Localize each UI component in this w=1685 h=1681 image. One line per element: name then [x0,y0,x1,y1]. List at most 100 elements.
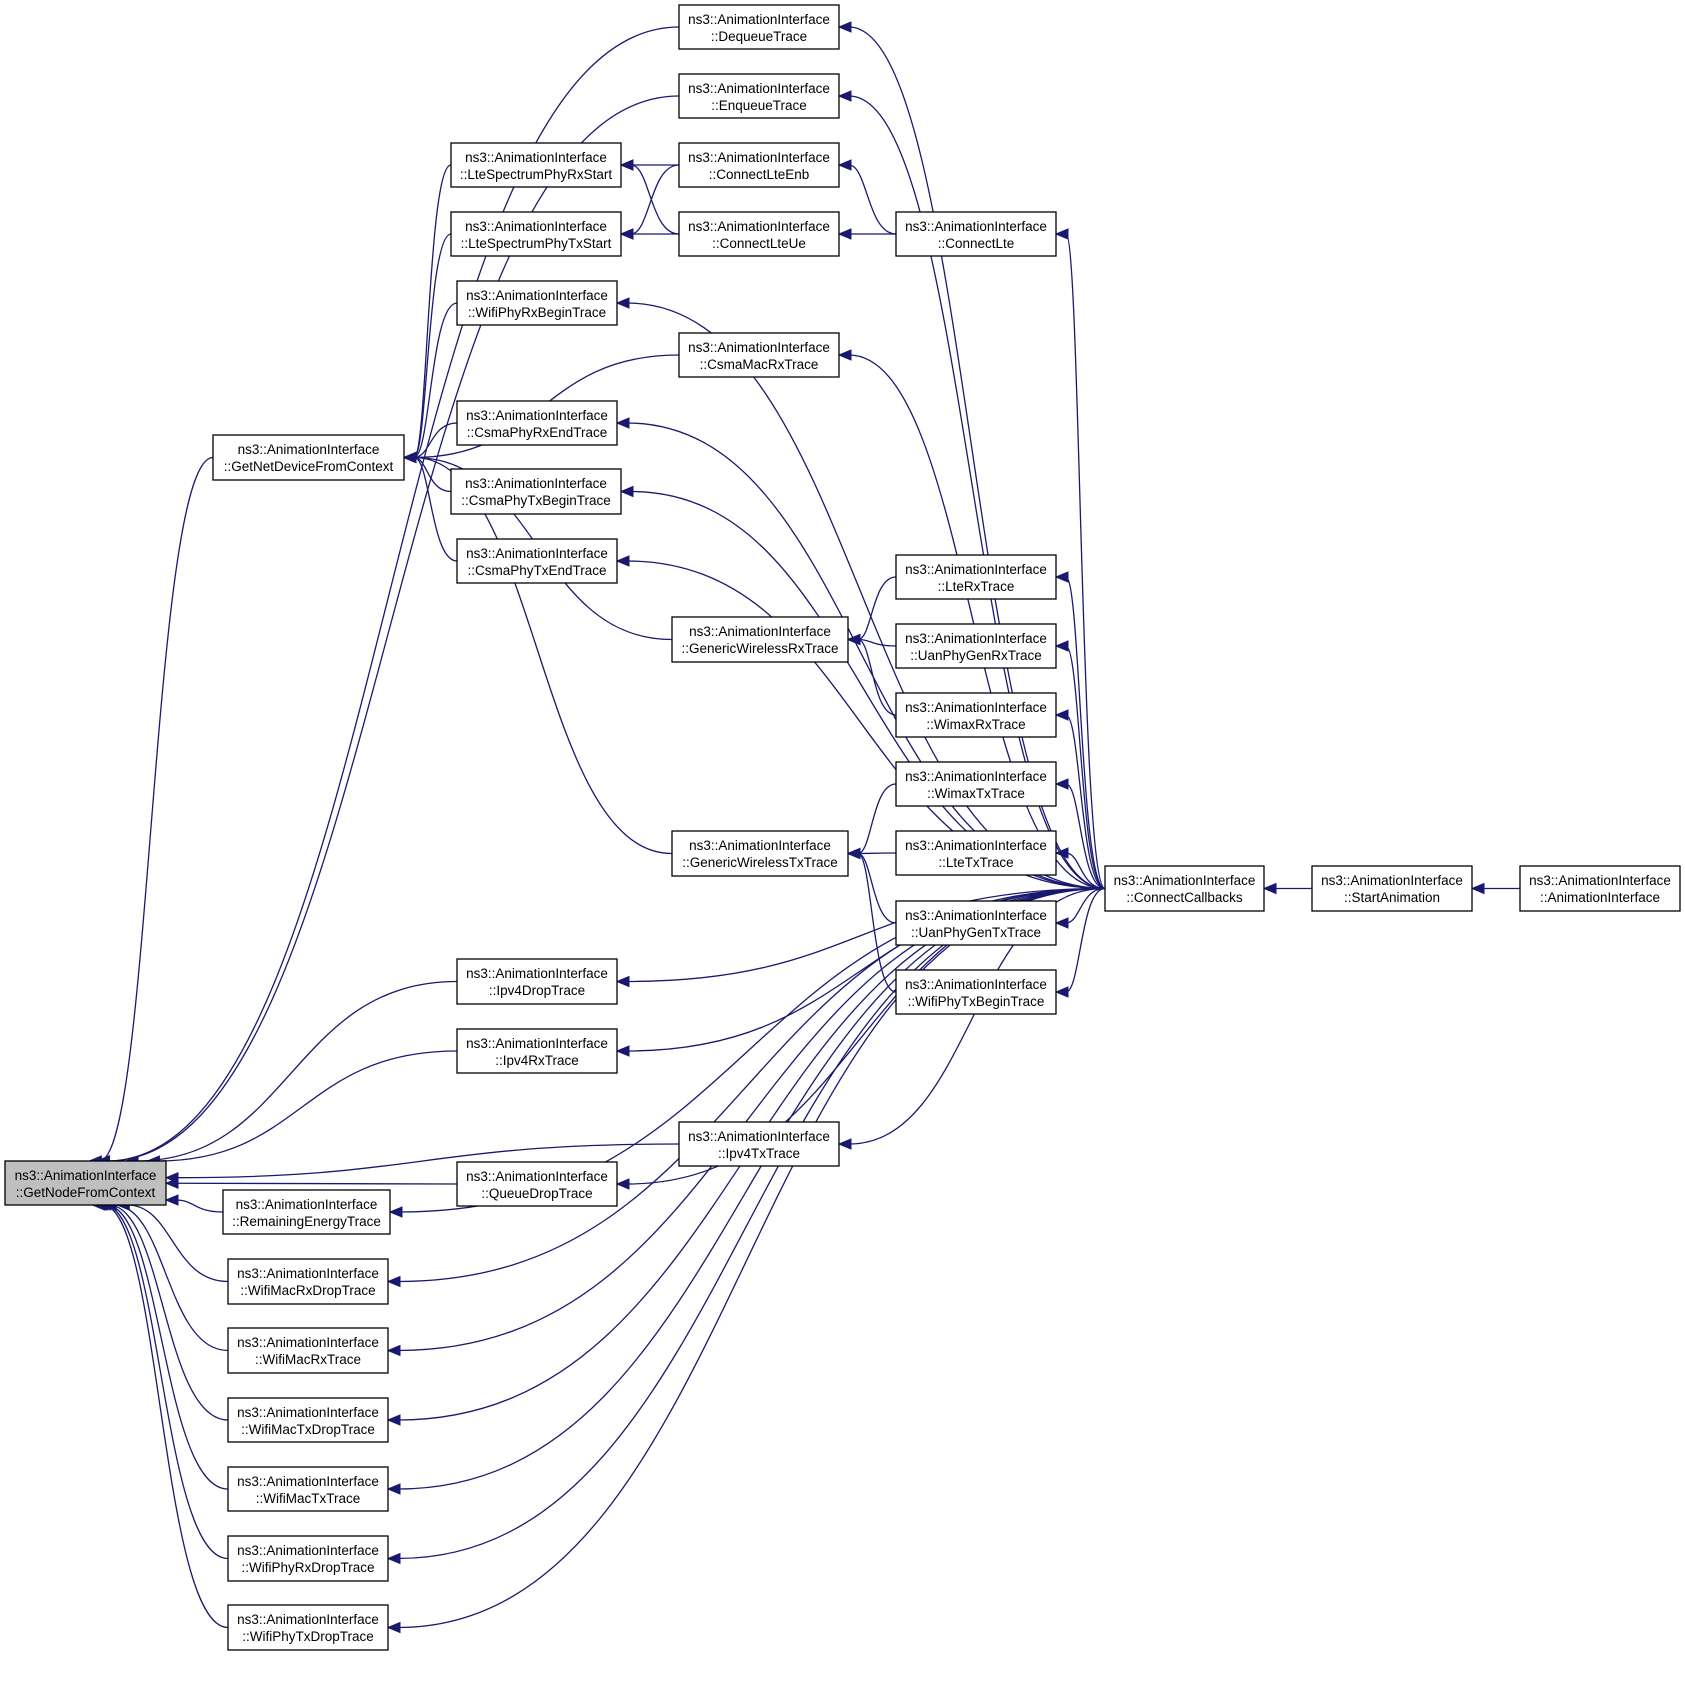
edge-connectlteenb-to-ltespectrumphytxstart [630,164,680,235]
node-animationinterface[interactable]: ns3::AnimationInterface::AnimationInterf… [1519,865,1681,912]
node-csmamacrxtrace[interactable]: ns3::AnimationInterface::CsmaMacRxTrace [678,332,840,378]
node-label-line1: ns3::AnimationInterface [465,150,607,165]
node-label-line2: ::GenericWirelessTxTrace [682,855,838,870]
node-box-wifimactxtrace [227,1466,389,1512]
node-box-ipv4droptrace [456,958,618,1005]
edge-wifimactxtrace-to-getnodefromcontext [105,1204,229,1490]
edge-ltetrxtrace-to-genericwirelessrxtrace [857,576,897,641]
arrowhead-remainingenergytrace-to-getnodefromcontext [164,1194,179,1206]
node-label-line1: ns3::AnimationInterface [688,12,830,27]
arrowhead-connectcallbacks-to-uanphygenrxtrace [1054,640,1069,652]
arrowhead-connectlteue-to-ltespectrumphytxstart [619,228,634,240]
node-label-line1: ns3::AnimationInterface [1529,873,1671,888]
node-wifimactxtrace[interactable]: ns3::AnimationInterface::WifiMacTxTrace [227,1466,389,1512]
node-label-line1: ns3::AnimationInterface [237,1405,379,1420]
node-getnetdevicefromcontext[interactable]: ns3::AnimationInterface::GetNetDeviceFro… [212,434,405,481]
node-uanphygenrxtrace[interactable]: ns3::AnimationInterface::UanPhyGenRxTrac… [895,623,1057,669]
node-box-csmamacrxtrace [678,332,840,378]
edge-connectlte-to-connectlteenb [848,164,897,235]
node-label-line2: ::WifiMacTxDropTrace [241,1422,375,1437]
node-ltespectrumphytxstart[interactable]: ns3::AnimationInterface::LteSpectrumPhyT… [450,211,622,257]
node-label-line2: ::UanPhyGenRxTrace [910,648,1042,663]
node-label-line1: ns3::AnimationInterface [237,1543,379,1558]
node-label-line2: ::EnqueueTrace [711,98,807,113]
node-box-ltespectrumphytxstart [450,211,622,257]
node-label-line2: ::Ipv4RxTrace [495,1053,579,1068]
node-label-line2: ::QueueDropTrace [481,1186,592,1201]
node-csmaphyrxendtrace[interactable]: ns3::AnimationInterface::CsmaPhyRxEndTra… [456,400,618,446]
node-remainingenergytrace[interactable]: ns3::AnimationInterface::RemainingEnergy… [222,1189,391,1235]
node-genericwirelessrxtrace[interactable]: ns3::AnimationInterface::GenericWireless… [671,616,849,663]
edge-csmaphytxendtrace-to-getnetdevicefromcontext [413,456,458,562]
node-genericwirelesstxtrace[interactable]: ns3::AnimationInterface::GenericWireless… [671,830,849,877]
edge-ltespectrumphyrxstart-to-getnetdevicefromcontext [413,164,452,459]
node-label-line2: ::GetNetDeviceFromContext [224,459,394,474]
node-ipv4rxtrace[interactable]: ns3::AnimationInterface::Ipv4RxTrace [456,1028,618,1074]
node-label-line2: ::WifiPhyRxBeginTrace [468,305,606,320]
node-wifimacrxtrace[interactable]: ns3::AnimationInterface::WifiMacRxTrace [227,1327,389,1374]
node-box-csmaphytxendtrace [456,538,618,584]
node-label-line1: ns3::AnimationInterface [905,631,1047,646]
arrowhead-connectcallbacks-to-connectlte [1054,228,1069,240]
node-label-line1: ns3::AnimationInterface [237,1335,379,1350]
node-csmaphytxendtrace[interactable]: ns3::AnimationInterface::CsmaPhyTxEndTra… [456,538,618,584]
edge-wifiphytxdroptrace-to-getnodefromcontext [102,1204,229,1629]
node-connectlteue[interactable]: ns3::AnimationInterface::ConnectLteUe [678,211,840,257]
node-connectlteenb[interactable]: ns3::AnimationInterface::ConnectLteEnb [678,142,840,188]
node-label-line2: ::WimaxTxTrace [927,786,1025,801]
node-connectlte[interactable]: ns3::AnimationInterface::ConnectLte [895,211,1057,257]
edge-connectcallbacks-to-wifiphytxbegintrace [1065,887,1106,993]
node-label-line1: ns3::AnimationInterface [689,624,831,639]
node-wifiphytxbegintrace[interactable]: ns3::AnimationInterface::WifiPhyTxBeginT… [895,969,1057,1015]
node-box-ltespectrumphyrxstart [450,142,622,188]
arrowhead-connectcallbacks-to-ltetrxtrace [1054,571,1069,583]
node-csmaphytxbegintrace[interactable]: ns3::AnimationInterface::CsmaPhyTxBeginT… [450,468,622,515]
node-label-line1: ns3::AnimationInterface [688,81,830,96]
node-wifiphyrxdroptrace[interactable]: ns3::AnimationInterface::WifiPhyRxDropTr… [227,1535,389,1582]
arrowhead-connectcallbacks-to-wimaxrxtrace [1054,709,1069,721]
node-connectcallbacks[interactable]: ns3::AnimationInterface::ConnectCallback… [1104,865,1265,912]
edge-csmaphyrxendtrace-to-getnetdevicefromcontext [413,422,458,459]
arrowhead-connectcallbacks-to-csmamacrxtrace [837,349,852,361]
node-ltetxtrace[interactable]: ns3::AnimationInterface::LteTxTrace [895,830,1057,876]
node-box-startanimation [1311,865,1473,912]
edge-wifiphyrxdroptrace-to-getnodefromcontext [103,1204,229,1560]
node-box-csmaphytxbegintrace [450,468,622,515]
node-label-line2: ::LteSpectrumPhyTxStart [461,236,612,251]
node-ipv4txtrace[interactable]: ns3::AnimationInterface::Ipv4TxTrace [678,1121,840,1167]
node-wimaxtxtrace[interactable]: ns3::AnimationInterface::WimaxTxTrace [895,761,1057,807]
node-uanphygentxtrace[interactable]: ns3::AnimationInterface::UanPhyGenTxTrac… [895,900,1057,946]
node-wifiphytxdroptrace[interactable]: ns3::AnimationInterface::WifiPhyTxDropTr… [227,1604,389,1651]
node-wifimacrxdroptrace[interactable]: ns3::AnimationInterface::WifiMacRxDropTr… [227,1258,389,1305]
node-wifimactxdroptrace[interactable]: ns3::AnimationInterface::WifiMacTxDropTr… [227,1397,389,1443]
node-dequeuetrace[interactable]: ns3::AnimationInterface::DequeueTrace [678,4,840,50]
node-ipv4droptrace[interactable]: ns3::AnimationInterface::Ipv4DropTrace [456,958,618,1005]
node-box-wimaxtxtrace [895,761,1057,807]
node-enqueuetrace[interactable]: ns3::AnimationInterface::EnqueueTrace [678,73,840,119]
arrowhead-connectcallbacks-to-ipv4txtrace [837,1138,852,1150]
node-wimaxrxtrace[interactable]: ns3::AnimationInterface::WimaxRxTrace [895,692,1057,738]
arrowhead-connectlte-to-connectlteenb [837,159,852,171]
arrowhead-connectcallbacks-to-wifimactxtrace [386,1483,401,1495]
node-box-ipv4txtrace [678,1121,840,1167]
node-label-line1: ns3::AnimationInterface [466,1169,608,1184]
node-label-line2: ::ConnectLteUe [712,236,806,251]
node-box-connectlte [895,211,1057,257]
edge-connectcallbacks-to-wifimacrxtrace [397,887,1106,1352]
node-ltetrxtrace[interactable]: ns3::AnimationInterface::LteRxTrace [895,554,1057,600]
node-ltespectrumphyrxstart[interactable]: ns3::AnimationInterface::LteSpectrumPhyR… [450,142,622,188]
node-label-line1: ns3::AnimationInterface [237,1474,379,1489]
node-label-line2: ::WifiPhyRxDropTrace [241,1560,374,1575]
node-label-line1: ns3::AnimationInterface [466,546,608,561]
node-label-line1: ns3::AnimationInterface [688,150,830,165]
node-startanimation[interactable]: ns3::AnimationInterface::StartAnimation [1311,865,1473,912]
node-box-genericwirelessrxtrace [671,616,849,663]
node-label-line2: ::LteTxTrace [938,855,1013,870]
node-wifiphyrxbegintrace[interactable]: ns3::AnimationInterface::WifiPhyRxBeginT… [456,280,618,326]
node-getnodefromcontext[interactable]: ns3::AnimationInterface::GetNodeFromCont… [4,1160,167,1206]
node-box-genericwirelesstxtrace [671,830,849,877]
node-queuedroptrace[interactable]: ns3::AnimationInterface::QueueDropTrace [456,1161,618,1207]
node-label-line2: ::GenericWirelessRxTrace [681,641,838,656]
node-box-ipv4rxtrace [456,1028,618,1074]
